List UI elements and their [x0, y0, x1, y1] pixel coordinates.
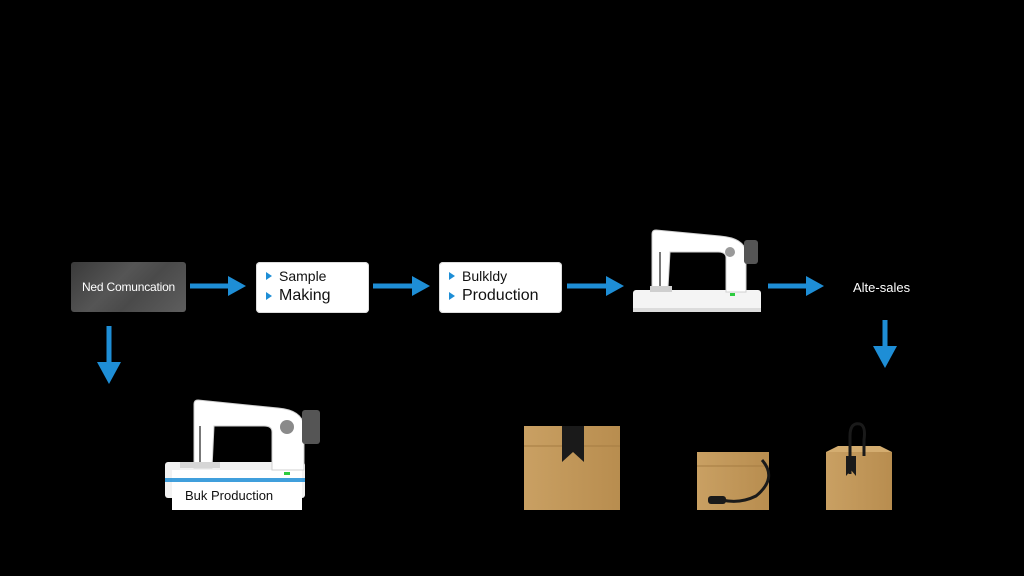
- bullet-triangle-icon: [266, 292, 272, 300]
- sewing-machine-icon: [165, 399, 320, 510]
- arrow-need-down: [97, 326, 121, 384]
- node-bulk-production: Bulkldy Production: [439, 262, 562, 313]
- node-need-communication-label: Ned Comuncation: [81, 280, 176, 294]
- node-sample-making-line1: Sample: [279, 268, 327, 284]
- box-with-headset-icon: [697, 452, 771, 510]
- node-after-sales: Alte-sales: [853, 280, 911, 295]
- node-need-communication: Ned Comuncation: [71, 262, 186, 312]
- node-sample-making-line2: Making: [279, 287, 331, 304]
- sewing-machine-icon: [633, 229, 761, 312]
- box-with-headset-icon: [826, 422, 892, 510]
- node-bulk-production-line2: Production: [462, 287, 539, 304]
- bullet-triangle-icon: [266, 272, 272, 280]
- node-bulk-production-line1: Bulkldy: [462, 268, 508, 284]
- arrow-aftersales-down: [873, 320, 897, 368]
- cardboard-box-icon: [524, 426, 620, 510]
- bulk-production-machine-label: Buk Production: [185, 488, 274, 503]
- node-sample-making: Sample Making: [256, 262, 369, 313]
- arrow-machine-to-aftersales: [768, 276, 824, 296]
- bullet-triangle-icon: [449, 272, 455, 280]
- arrow-sample-to-bulk: [373, 276, 430, 296]
- arrow-need-to-sample: [190, 276, 246, 296]
- bullet-triangle-icon: [449, 292, 455, 300]
- arrow-bulk-to-machine: [567, 276, 624, 296]
